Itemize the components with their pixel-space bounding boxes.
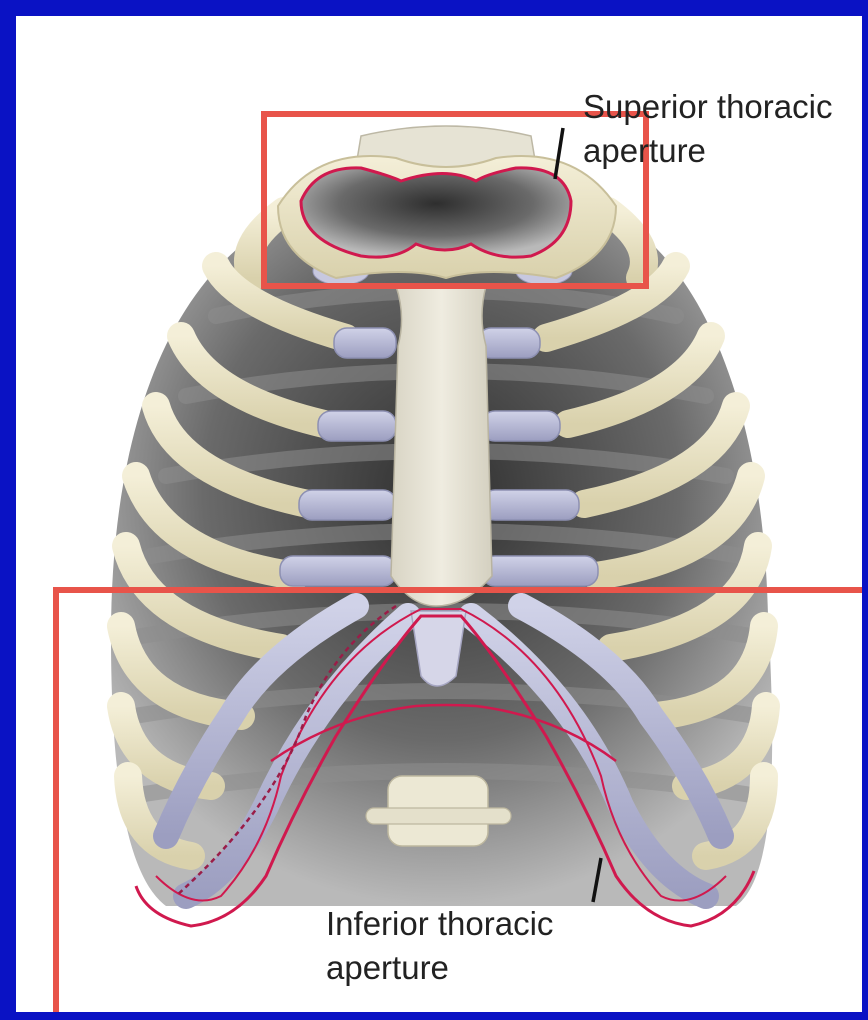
inferior-aperture-label-line1: Inferior thoracic	[326, 902, 553, 946]
superior-aperture-label-line1: Superior thoracic	[583, 85, 832, 129]
inferior-aperture-label-line2: aperture	[326, 946, 553, 990]
superior-aperture-label-line2: aperture	[583, 129, 832, 173]
inferior-aperture-label: Inferior thoracic aperture	[326, 902, 553, 990]
superior-aperture-opening	[301, 168, 571, 257]
superior-aperture-label: Superior thoracic aperture	[583, 85, 832, 173]
